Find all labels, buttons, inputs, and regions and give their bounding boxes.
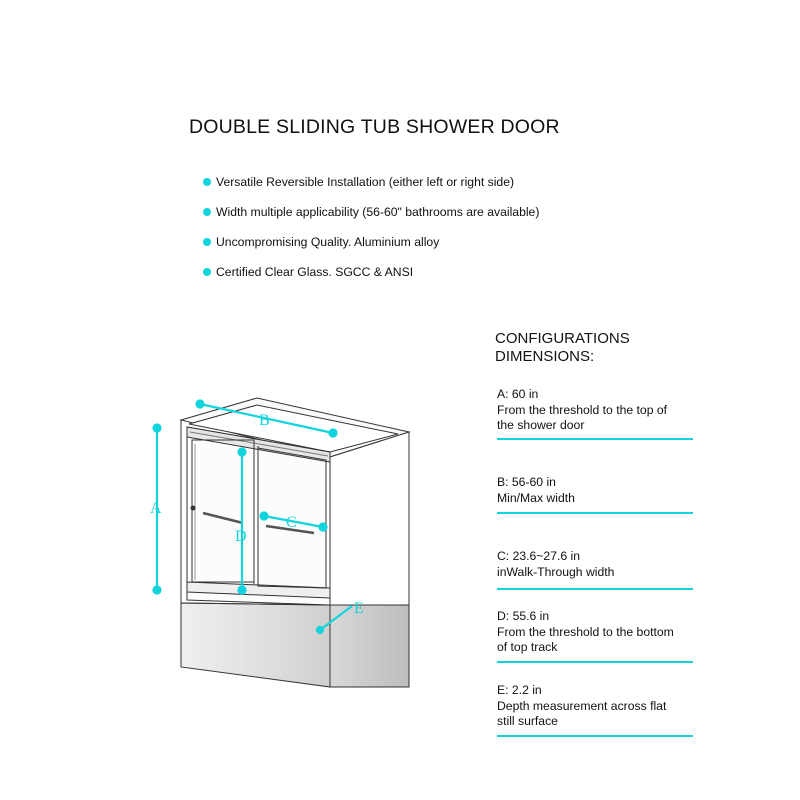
divider	[497, 512, 693, 514]
feature-item: Certified Clear Glass. SGCC & ANSI	[203, 264, 539, 294]
diagram-label-d: D	[235, 528, 247, 545]
config-heading-line2: DIMENSIONS:	[495, 348, 595, 365]
dimension-desc: Min/Max width	[497, 490, 575, 505]
dimension-item-c: C: 23.6~27.6 in inWalk-Through width	[497, 549, 693, 590]
diagram-label-a: A	[150, 500, 162, 517]
feature-item: Width multiple applicability (56-60" bat…	[203, 204, 539, 234]
tub-side	[329, 604, 410, 688]
right-towel-bar	[265, 524, 315, 535]
cyan-dot-icon	[203, 178, 211, 186]
config-heading-line1: CONFIGURATIONS	[495, 330, 630, 347]
left-towel-bar	[202, 511, 244, 525]
config-heading: CONFIGURATIONS DIMENSIONS:	[495, 330, 630, 366]
cyan-dot-icon	[203, 208, 211, 216]
feature-text: Width multiple applicability (56-60" bat…	[216, 205, 540, 219]
divider	[497, 438, 693, 440]
diagram-label-c: C	[286, 514, 297, 531]
dimension-value: E: 2.2 in	[497, 683, 542, 697]
divider	[497, 735, 693, 737]
dimension-item-d: D: 55.6 in From the threshold to the bot…	[497, 609, 693, 663]
dimension-item-e: E: 2.2 in Depth measurement across flat …	[497, 683, 693, 737]
diagram-label-b: B	[259, 412, 270, 429]
feature-text: Uncompromising Quality. Aluminium alloy	[216, 235, 440, 249]
dimension-desc: Depth measurement across flat	[497, 698, 667, 713]
dimension-endpoint	[259, 511, 269, 521]
dimension-endpoint	[195, 399, 205, 409]
door-knob	[190, 505, 196, 511]
dimension-desc: of top track	[497, 640, 558, 654]
tub-top-edge	[180, 602, 331, 606]
dimension-endpoint	[152, 423, 162, 433]
dimension-endpoint	[328, 428, 338, 438]
dimension-value: B: 56-60 in	[497, 475, 556, 489]
feature-item: Uncompromising Quality. Aluminium alloy	[203, 234, 539, 264]
divider	[497, 588, 693, 590]
diagram-label-e: E	[354, 600, 364, 617]
track-line	[189, 431, 329, 457]
door-assembly	[186, 426, 331, 606]
cyan-dot-icon	[203, 268, 211, 276]
bottom-track	[186, 581, 331, 599]
dimension-endpoint	[237, 447, 247, 457]
cyan-dot-icon	[203, 238, 211, 246]
dimension-endpoint	[318, 522, 328, 532]
dimension-line-b	[199, 402, 334, 435]
dimension-value: A: 60 in	[497, 387, 539, 401]
feature-text: Certified Clear Glass. SGCC & ANSI	[216, 265, 414, 279]
feature-list: Versatile Reversible Installation (eithe…	[203, 174, 539, 294]
divider	[497, 661, 693, 663]
dimension-value: C: 23.6~27.6 in	[497, 549, 581, 563]
right-wall-panel	[329, 431, 410, 606]
dimension-endpoint	[315, 625, 325, 635]
dimension-desc: inWalk-Through width	[497, 564, 615, 579]
tub-front	[180, 602, 331, 688]
dimension-endpoint	[237, 585, 247, 595]
dimension-line-c	[263, 514, 324, 529]
dimension-endpoint	[152, 585, 162, 595]
dimension-value: D: 55.6 in	[497, 609, 550, 623]
dimension-line-e	[319, 605, 353, 631]
top-track	[186, 426, 331, 463]
dimension-desc: still surface	[497, 714, 558, 728]
feature-text: Versatile Reversible Installation (eithe…	[216, 175, 515, 189]
page-title: DOUBLE SLIDING TUB SHOWER DOOR	[189, 116, 560, 138]
dimension-desc: From the threshold to the top of	[497, 402, 668, 417]
dimension-desc: the shower door	[497, 418, 585, 432]
dimension-desc: From the threshold to the bottom	[497, 624, 674, 639]
dimension-item-b: B: 56-60 in Min/Max width	[497, 475, 693, 514]
dimension-markers	[152, 399, 353, 635]
dimension-item-a: A: 60 in From the threshold to the top o…	[497, 387, 693, 440]
feature-item: Versatile Reversible Installation (eithe…	[203, 174, 539, 204]
